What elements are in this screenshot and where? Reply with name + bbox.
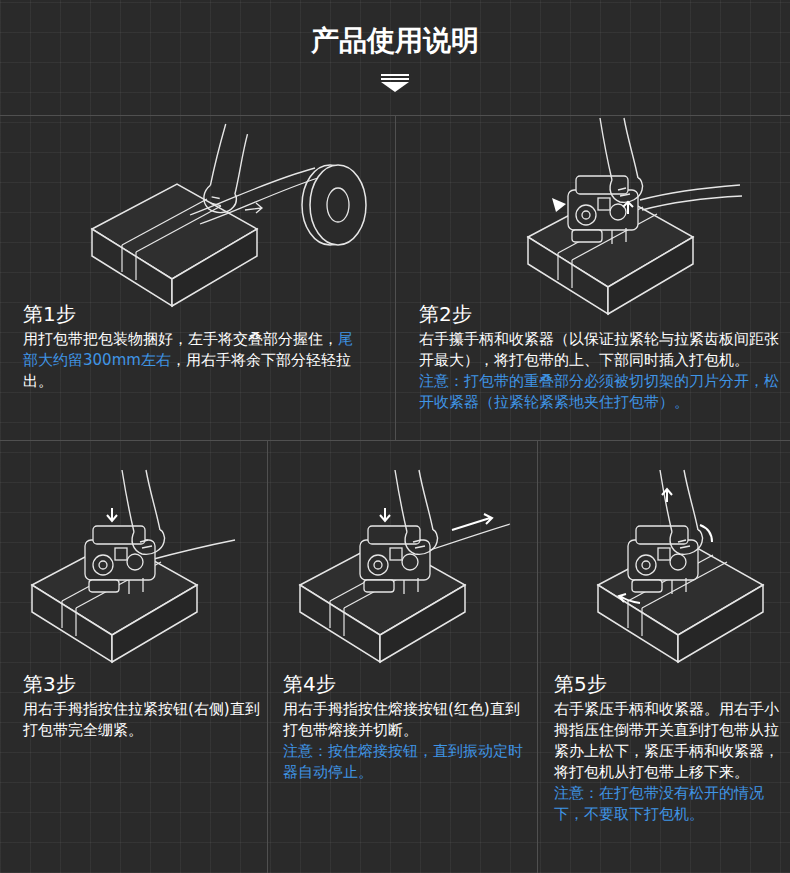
step-panel: 第2步右手攥手柄和收紧器（以保证拉紧轮与拉紧齿板间距张开最大），将打包带的上、下…: [395, 115, 790, 441]
instruction-text: 右手紧压手柄和收紧器。用右手小拇指压住倒带开关直到打包带从拉紧办上松下，紧压手柄…: [554, 700, 779, 781]
note-text: 注意：按住熔接按钮，直到振动定时器自动停止。: [283, 742, 523, 781]
note-text: 注意：打包带的重叠部分必须被切切架的刀片分开，松开收紧器（拉紧轮紧紧地夹住打包带…: [419, 372, 779, 411]
step-paragraph: 右手紧压手柄和收紧器。用右手小拇指压住倒带开关直到打包带从拉紧办上松下，紧压手柄…: [554, 699, 782, 783]
page-title: 产品使用说明: [0, 22, 790, 60]
step-paragraph: 注意：按住熔接按钮，直到振动定时器自动停止。: [283, 741, 523, 783]
step-panel: 第1步用打包带把包装物捆好，左手将交叠部分握住，尾部大约留300mm左右，用右手…: [0, 115, 396, 441]
step-paragraph: 注意：打包带的重叠部分必须被切切架的刀片分开，松开收紧器（拉紧轮紧紧地夹住打包带…: [419, 371, 781, 413]
step-paragraph: 用右手拇指按住拉紧按钮(右侧)直到打包带完全绷紧。: [23, 699, 261, 741]
step-heading: 第5步: [554, 671, 782, 697]
step-paragraph: 右手攥手柄和收紧器（以保证拉紧轮与拉紧齿板间距张开最大），将打包带的上、下部同时…: [419, 329, 781, 371]
step-heading: 第4步: [283, 671, 523, 697]
panel-content: 第4步用右手拇指按住熔接按钮(红色)直到打包带熔接并切断。注意：按住熔接按钮，直…: [283, 671, 523, 783]
step-heading: 第1步: [23, 301, 358, 327]
instruction-text: 用右手拇指按住熔接按钮(红色)直到打包带熔接并切断。: [283, 700, 520, 739]
panel-content: 第1步用打包带把包装物捆好，左手将交叠部分握住，尾部大约留300mm左右，用右手…: [23, 301, 358, 392]
note-text: 注意：在打包带没有松开的情况下，不要取下打包机。: [554, 784, 764, 823]
step-paragraph: 注意：在打包带没有松开的情况下，不要取下打包机。: [554, 783, 782, 825]
step-panel: 第5步右手紧压手柄和收紧器。用右手小拇指压住倒带开关直到打包带从拉紧办上松下，紧…: [537, 440, 790, 873]
panel-content: 第5步右手紧压手柄和收紧器。用右手小拇指压住倒带开关直到打包带从拉紧办上松下，紧…: [554, 671, 782, 825]
step-panel: 第4步用右手拇指按住熔接按钮(红色)直到打包带熔接并切断。注意：按住熔接按钮，直…: [267, 440, 538, 873]
step-paragraph: 用打包带把包装物捆好，左手将交叠部分握住，尾部大约留300mm左右，用右手将余下…: [23, 329, 358, 392]
step-heading: 第2步: [419, 301, 781, 327]
instruction-text: 右手攥手柄和收紧器（以保证拉紧轮与拉紧齿板间距张开最大），将打包带的上、下部同时…: [419, 330, 779, 369]
panel-content: 第3步用右手拇指按住拉紧按钮(右侧)直到打包带完全绷紧。: [23, 671, 261, 741]
instruction-text: 用打包带把包装物捆好，左手将交叠部分握住，: [23, 330, 338, 348]
panel-content: 第2步右手攥手柄和收紧器（以保证拉紧轮与拉紧齿板间距张开最大），将打包带的上、下…: [419, 301, 781, 413]
step-heading: 第3步: [23, 671, 261, 697]
instruction-text: 用右手拇指按住拉紧按钮(右侧)直到打包带完全绷紧。: [23, 700, 260, 739]
step-paragraph: 用右手拇指按住熔接按钮(红色)直到打包带熔接并切断。: [283, 699, 523, 741]
step-panel: 第3步用右手拇指按住拉紧按钮(右侧)直到打包带完全绷紧。: [0, 440, 268, 873]
